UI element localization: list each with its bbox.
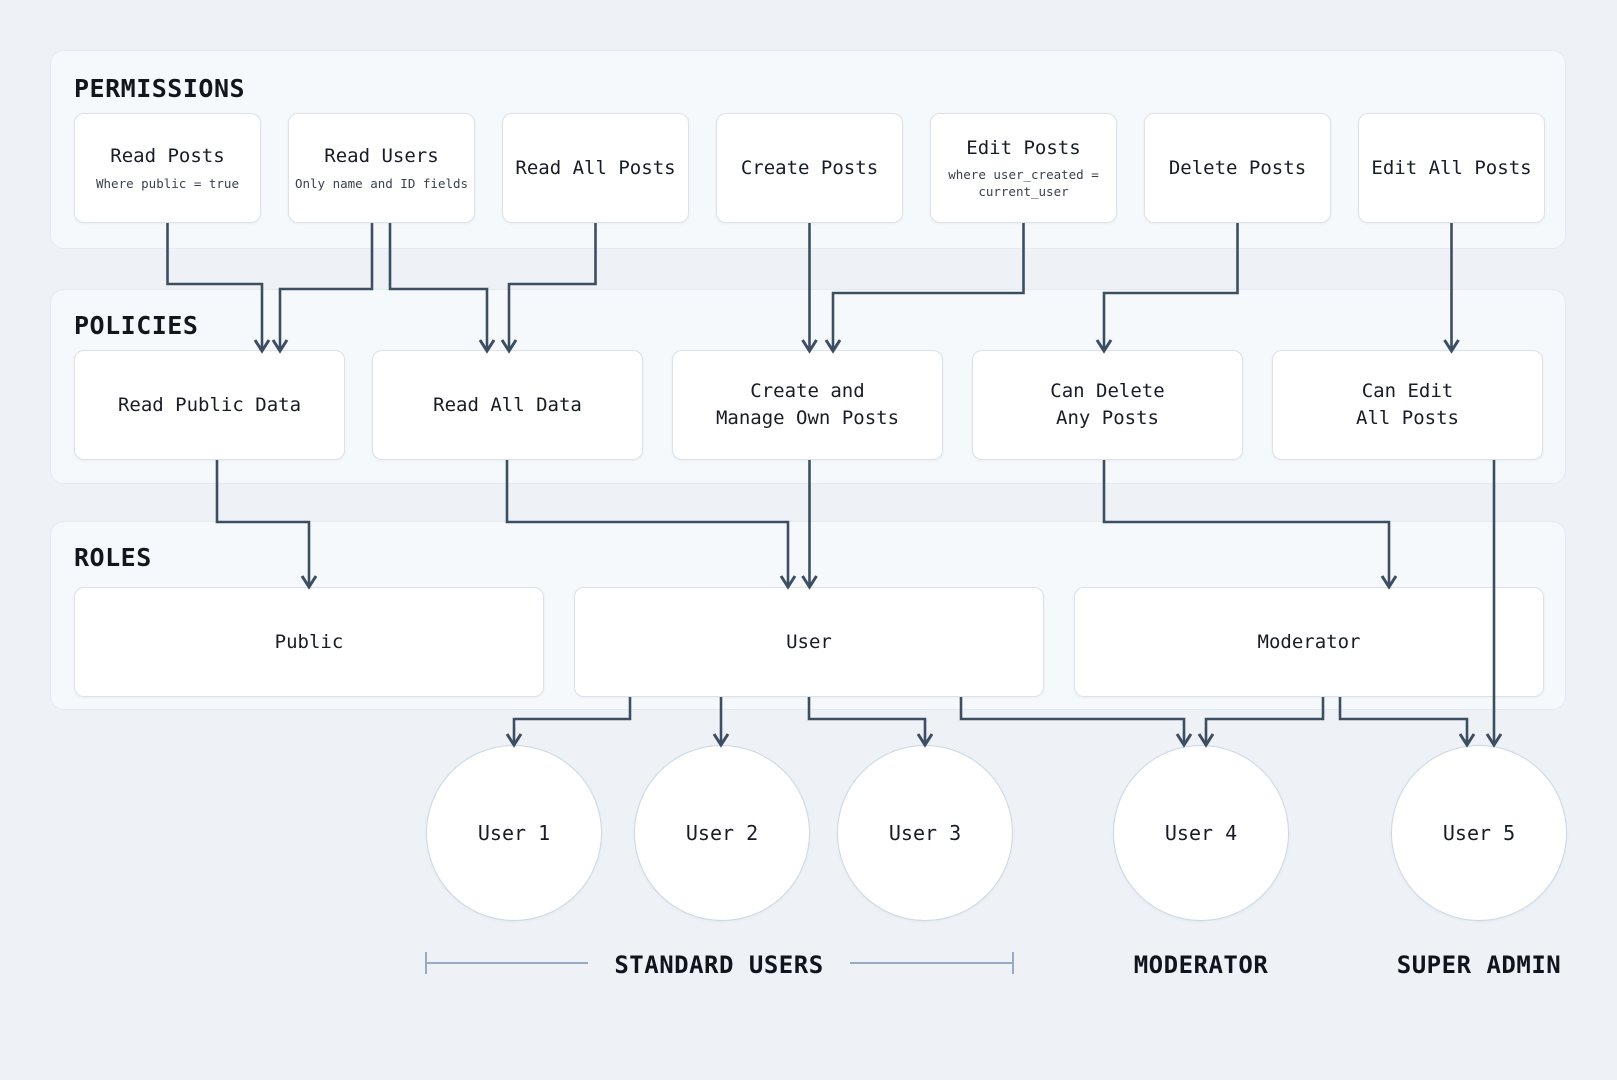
permission-node-create-posts: Create Posts — [716, 113, 903, 223]
policy-node-read-all-data: Read All Data — [372, 350, 643, 460]
policy-node-read-public-data: Read Public Data — [74, 350, 345, 460]
permission-label: Delete Posts — [1168, 156, 1307, 179]
role-label: Public — [274, 630, 344, 653]
permission-node-read-users: Read Users Only name and ID fields — [288, 113, 475, 223]
permission-node-read-posts: Read Posts Where public = true — [74, 113, 261, 223]
user-circle-2: User 2 — [634, 745, 810, 921]
user-circle-1: User 1 — [426, 745, 602, 921]
policy-node-can-edit-all-posts: Can Edit All Posts — [1272, 350, 1543, 460]
role-label: User — [786, 630, 832, 653]
permission-note: Where public = true — [96, 175, 239, 191]
roles-section-title: ROLES — [74, 543, 152, 572]
user-label: User 2 — [685, 821, 759, 845]
permission-note: where user_created = current_user — [948, 167, 1099, 200]
permission-label: Edit Posts — [966, 136, 1081, 159]
permission-label: Create Posts — [740, 156, 879, 179]
permission-label: Read All Posts — [515, 156, 676, 179]
group-label-standard-users: STANDARD USERS — [614, 951, 824, 979]
permission-node-read-all-posts: Read All Posts — [502, 113, 689, 223]
permission-label: Edit All Posts — [1371, 156, 1532, 179]
user-circle-4: User 4 — [1113, 745, 1289, 921]
user-label: User 4 — [1164, 821, 1238, 845]
group-label-moderator: MODERATOR — [1133, 951, 1269, 979]
policy-node-create-manage-own-posts: Create and Manage Own Posts — [672, 350, 943, 460]
permission-note: Only name and ID fields — [294, 175, 469, 191]
group-label-super-admin: SUPER ADMIN — [1396, 951, 1562, 979]
role-label: Moderator — [1257, 630, 1361, 653]
role-node-moderator: Moderator — [1074, 587, 1544, 697]
policy-label: Create and Manage Own Posts — [715, 380, 900, 429]
role-node-public: Public — [74, 587, 544, 697]
policy-label: Can Delete Any Posts — [1050, 380, 1165, 429]
permission-node-delete-posts: Delete Posts — [1144, 113, 1331, 223]
permission-node-edit-all-posts: Edit All Posts — [1358, 113, 1545, 223]
permission-node-edit-posts: Edit Posts where user_created = current_… — [930, 113, 1117, 223]
role-node-user: User — [574, 587, 1044, 697]
policy-node-can-delete-any-posts: Can Delete Any Posts — [972, 350, 1243, 460]
user-circle-3: User 3 — [837, 745, 1013, 921]
permission-label: Read Users — [324, 145, 439, 168]
user-label: User 1 — [477, 821, 551, 845]
user-circle-5: User 5 — [1391, 745, 1567, 921]
policies-section-title: POLICIES — [74, 311, 199, 340]
permission-label: Read Posts — [110, 145, 225, 168]
user-label: User 5 — [1442, 821, 1516, 845]
permissions-section-title: PERMISSIONS — [74, 74, 246, 103]
policy-label: Read All Data — [433, 393, 582, 416]
user-label: User 3 — [888, 821, 962, 845]
policy-label: Read Public Data — [117, 393, 302, 416]
policy-label: Can Edit All Posts — [1356, 380, 1459, 429]
